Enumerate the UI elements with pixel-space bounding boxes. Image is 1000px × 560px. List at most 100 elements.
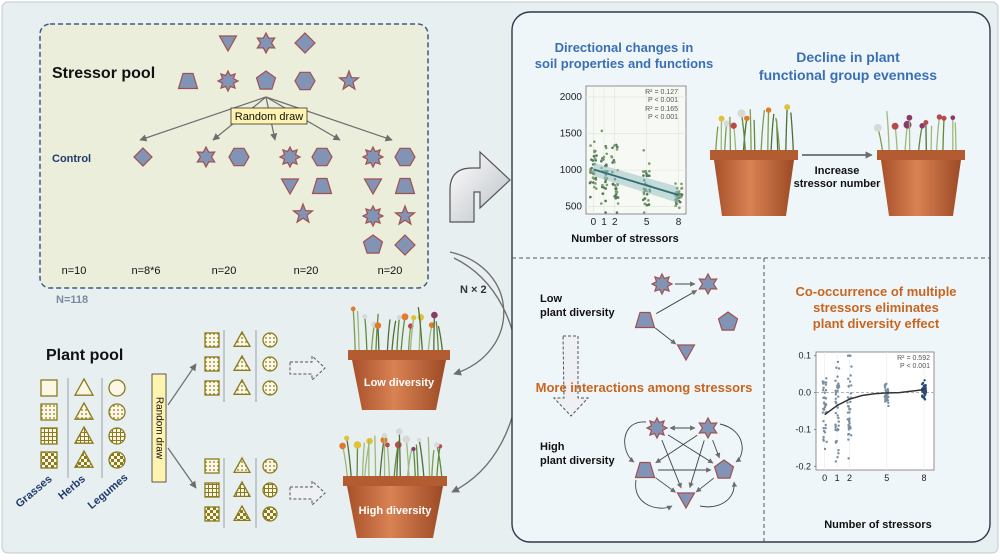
count-two: n=20 xyxy=(212,265,237,277)
data-point xyxy=(822,427,824,429)
data-point xyxy=(887,388,889,390)
count-five: n=20 xyxy=(294,265,319,277)
increase-label-1: Increase xyxy=(815,165,860,177)
flower xyxy=(396,428,403,435)
data-point xyxy=(838,367,840,369)
pot-rim xyxy=(877,150,965,160)
data-point xyxy=(834,424,836,426)
data-point xyxy=(825,424,827,426)
square-icon xyxy=(41,380,57,396)
flower xyxy=(723,120,729,126)
high-diversity-label: High diversity xyxy=(359,505,433,517)
data-point xyxy=(835,460,837,462)
flower xyxy=(431,312,438,319)
flower xyxy=(907,115,913,121)
data-point xyxy=(822,387,824,389)
data-point xyxy=(600,202,603,205)
data-point xyxy=(835,440,837,442)
flower xyxy=(417,438,421,442)
data-point xyxy=(642,149,645,152)
data-point xyxy=(825,383,827,385)
plant-stem xyxy=(955,122,956,151)
data-point xyxy=(824,392,826,394)
circle-icon xyxy=(109,428,125,444)
data-point xyxy=(595,177,598,180)
data-point xyxy=(590,167,593,170)
data-point xyxy=(613,144,616,147)
data-point xyxy=(822,389,824,391)
low-diversity-text-1: Low xyxy=(540,293,562,305)
data-point xyxy=(847,411,849,413)
data-point xyxy=(835,393,837,395)
evenness-title-1: Decline in plant xyxy=(796,49,900,65)
data-point xyxy=(822,397,824,399)
data-point xyxy=(589,196,592,199)
pot-body xyxy=(881,160,961,216)
data-point xyxy=(837,417,839,419)
flower xyxy=(434,442,439,447)
data-point xyxy=(838,424,840,426)
flower xyxy=(923,120,928,125)
flower xyxy=(744,116,749,121)
data-point xyxy=(601,130,604,133)
cooccurrence-title-3: plant diversity effect xyxy=(813,316,940,331)
y-tick-label: 0.0 xyxy=(798,388,811,398)
data-point xyxy=(824,427,826,429)
flower xyxy=(892,123,899,130)
flower xyxy=(950,115,955,120)
data-point xyxy=(848,433,850,435)
flower xyxy=(403,435,411,443)
multiplier-label: N × 2 xyxy=(460,284,487,296)
data-point xyxy=(847,405,849,407)
low-diversity-label: Low diversity xyxy=(364,377,435,389)
flower xyxy=(738,109,746,117)
data-point xyxy=(849,374,851,376)
data-point xyxy=(645,170,648,173)
plant-pool-title: Plant pool xyxy=(46,347,123,364)
y-tick-label: 1500 xyxy=(560,129,583,140)
data-point xyxy=(647,174,650,177)
y-tick-label: -0.1 xyxy=(795,424,811,434)
plant-stem xyxy=(754,120,755,151)
data-point xyxy=(644,203,647,206)
data-point xyxy=(846,401,848,403)
y-tick-label: 1000 xyxy=(560,165,583,176)
data-point xyxy=(643,211,646,214)
data-point xyxy=(922,396,924,398)
data-point xyxy=(593,186,596,189)
square-icon xyxy=(41,428,57,444)
data-point xyxy=(823,430,825,432)
co-stat-r2: R² = 0.592 xyxy=(897,355,930,362)
plant-stem xyxy=(434,315,435,351)
data-point xyxy=(824,448,826,450)
data-point xyxy=(600,160,603,163)
soil-stat2-r2: R² = 0.165 xyxy=(645,106,678,113)
flower xyxy=(382,433,387,438)
flower xyxy=(719,116,725,122)
data-point xyxy=(616,211,619,214)
square-icon xyxy=(41,404,57,420)
data-point xyxy=(847,378,849,380)
x-tick-label: 8 xyxy=(922,473,927,483)
flower xyxy=(395,442,402,449)
x-tick-label: 0 xyxy=(591,217,597,228)
x-tick-label: 2 xyxy=(612,217,618,228)
flower xyxy=(362,314,367,319)
square-icon xyxy=(205,333,219,347)
data-point xyxy=(822,436,824,438)
cooccurrence-title-2: stressors eliminates xyxy=(813,300,939,315)
flower xyxy=(411,315,416,320)
data-point xyxy=(825,377,827,379)
hexagon-icon xyxy=(312,148,332,165)
circle-icon xyxy=(263,333,277,347)
data-point xyxy=(835,412,837,414)
data-point xyxy=(674,182,677,185)
x-tick-label: 2 xyxy=(847,473,852,483)
data-point xyxy=(606,184,609,187)
plant-stem xyxy=(931,126,932,151)
hexagon-icon xyxy=(295,72,315,89)
data-point xyxy=(594,157,597,160)
data-point xyxy=(847,457,849,459)
data-point xyxy=(589,170,592,173)
